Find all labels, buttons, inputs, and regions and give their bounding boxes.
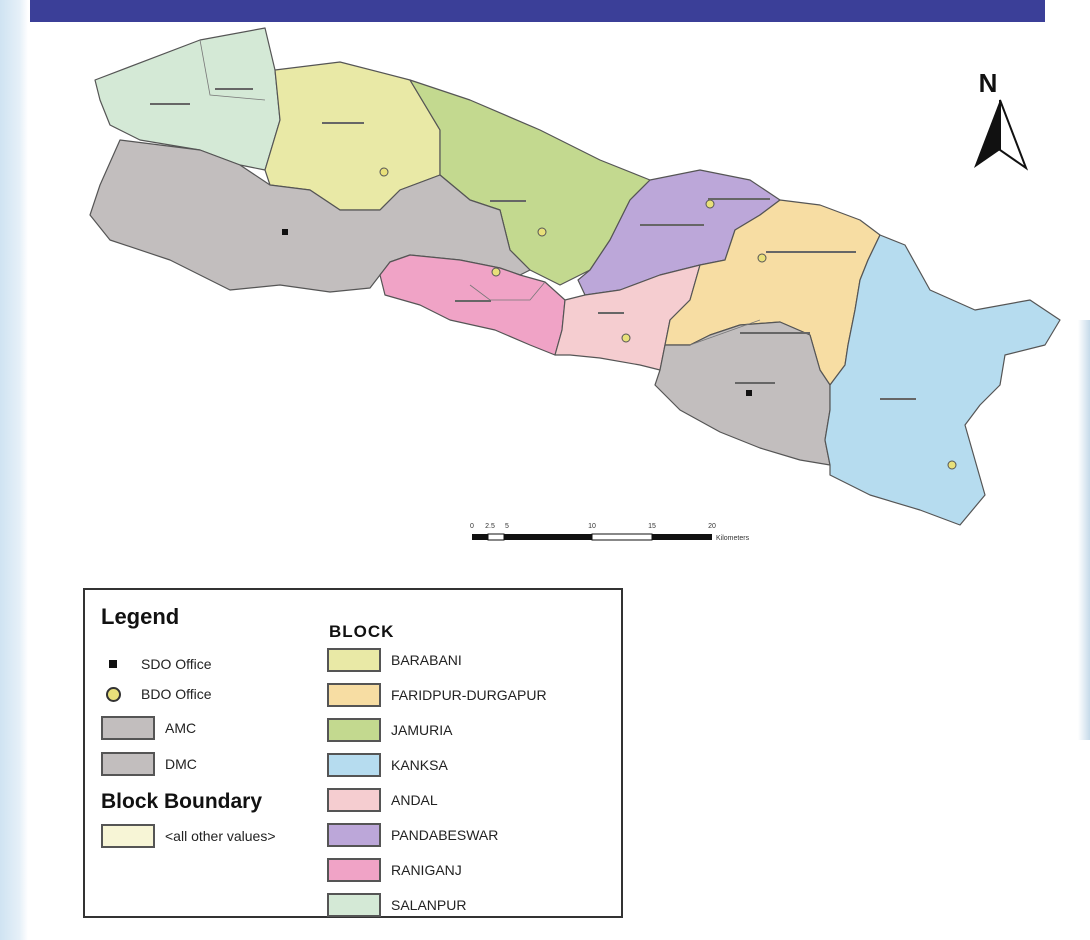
- bdo-office-icon: [103, 686, 123, 702]
- block-swatch: [327, 823, 381, 847]
- label-smudge-4: [490, 200, 526, 202]
- label-smudge-3: [322, 122, 364, 124]
- scale-seg-4: [532, 534, 592, 540]
- bdo-marker-barabani: [379, 167, 389, 177]
- scale-bar: 0 2.5 5 10 15 20 Kilometers: [470, 523, 750, 542]
- scale-seg-2: [487, 533, 505, 541]
- scale-seg-5: [591, 533, 653, 541]
- block-label: ANDAL: [391, 792, 438, 808]
- legend-box: Legend SDO Office BDO Office AMC DMC Blo…: [83, 588, 623, 918]
- legend-item-label: SDO Office: [141, 656, 212, 672]
- block-label: PANDABESWAR: [391, 827, 499, 843]
- legend-item-label: AMC: [165, 720, 197, 736]
- scale-seg-1: [472, 534, 488, 540]
- block-swatch: [327, 718, 381, 742]
- label-smudge-2: [215, 88, 253, 90]
- block-swatch: [327, 893, 381, 917]
- block-swatch: [327, 753, 381, 777]
- sdo-office-icon: [103, 660, 123, 668]
- label-smudge-7: [640, 224, 704, 226]
- label-smudge-9: [880, 398, 916, 400]
- sdo-marker-amc: [282, 229, 288, 235]
- label-smudge-5: [708, 198, 770, 200]
- north-arrow-right-half: [999, 99, 1029, 171]
- label-smudge-8: [735, 382, 775, 384]
- scale-tick-4: 15: [648, 523, 656, 530]
- block-label: RANIGANJ: [391, 862, 462, 878]
- left-decor-bar: [0, 0, 28, 940]
- sdo-marker-dmc: [746, 390, 752, 396]
- legend-block-barabani: BARABANI: [327, 648, 462, 672]
- amc-swatch: [101, 716, 155, 740]
- legend-item-amc: AMC: [101, 716, 196, 740]
- legend-item-label: <all other values>: [165, 828, 276, 844]
- label-smudge-1: [150, 103, 190, 105]
- scale-seg-6: [652, 534, 712, 540]
- legend-item-boundary: <all other values>: [101, 824, 276, 848]
- right-decor-bar: [1078, 320, 1090, 740]
- scale-tick-3: 10: [588, 523, 596, 530]
- title-bar: [30, 0, 1045, 22]
- label-smudge-12: [740, 332, 810, 334]
- sub-boundary-2: [469, 281, 546, 301]
- legend-block-pandabeswar: PANDABESWAR: [327, 823, 498, 847]
- north-arrow: N: [974, 68, 1029, 171]
- block-swatch: [327, 648, 381, 672]
- legend-item-sdo-office: SDO Office: [103, 656, 212, 672]
- label-smudge-11: [598, 312, 624, 314]
- region-kanksa: [824, 234, 1061, 526]
- bdo-marker-pandabeswar: [705, 199, 715, 209]
- block-title: BLOCK: [329, 622, 395, 641]
- legend-block-kanksa: KANKSA: [327, 753, 448, 777]
- sub-boundary-3: [689, 319, 761, 346]
- scale-tick-5: 20: [708, 523, 716, 530]
- bdo-marker-faridpur: [757, 253, 767, 263]
- legend-item-label: BDO Office: [141, 686, 212, 702]
- scale-unit: Kilometers: [716, 535, 750, 542]
- legend-block-salanpur: SALANPUR: [327, 893, 466, 917]
- block-swatch: [327, 788, 381, 812]
- bdo-marker-raniganj: [491, 267, 501, 277]
- scale-tick-1: 2.5: [485, 523, 495, 530]
- north-arrow-label: N: [979, 68, 998, 98]
- boundary-swatch: [101, 824, 155, 848]
- legend-block-raniganj: RANIGANJ: [327, 858, 462, 882]
- block-label: SALANPUR: [391, 897, 467, 913]
- bdo-marker-kanksa: [947, 460, 957, 470]
- legend-block-andal: ANDAL: [327, 788, 438, 812]
- block-label: FARIDPUR-DURGAPUR: [391, 687, 547, 703]
- region-salanpur: [94, 27, 281, 171]
- bdo-marker-andal: [621, 333, 631, 343]
- block-swatch: [327, 858, 381, 882]
- legend-item-bdo-office: BDO Office: [103, 686, 212, 702]
- legend-item-label: DMC: [165, 756, 197, 772]
- north-arrow-left-half: [974, 100, 1000, 168]
- legend-item-dmc: DMC: [101, 752, 197, 776]
- label-smudge-10: [455, 300, 491, 302]
- legend-title: Legend: [101, 604, 180, 629]
- block-label: KANKSA: [391, 757, 448, 773]
- scale-seg-3: [504, 534, 532, 540]
- block-label: BARABANI: [391, 652, 462, 668]
- bdo-marker-jamuria: [537, 227, 547, 237]
- label-smudge-6: [766, 251, 856, 253]
- block-boundary-title: Block Boundary: [101, 790, 263, 813]
- scale-tick-0: 0: [470, 523, 474, 530]
- dmc-swatch: [101, 752, 155, 776]
- legend-block-jamuria: JAMURIA: [327, 718, 452, 742]
- sub-boundary-1: [199, 39, 266, 101]
- legend-block-faridpur-durgapur: FARIDPUR-DURGAPUR: [327, 683, 547, 707]
- block-swatch: [327, 683, 381, 707]
- block-label: JAMURIA: [391, 722, 453, 738]
- scale-tick-2: 5: [505, 523, 509, 530]
